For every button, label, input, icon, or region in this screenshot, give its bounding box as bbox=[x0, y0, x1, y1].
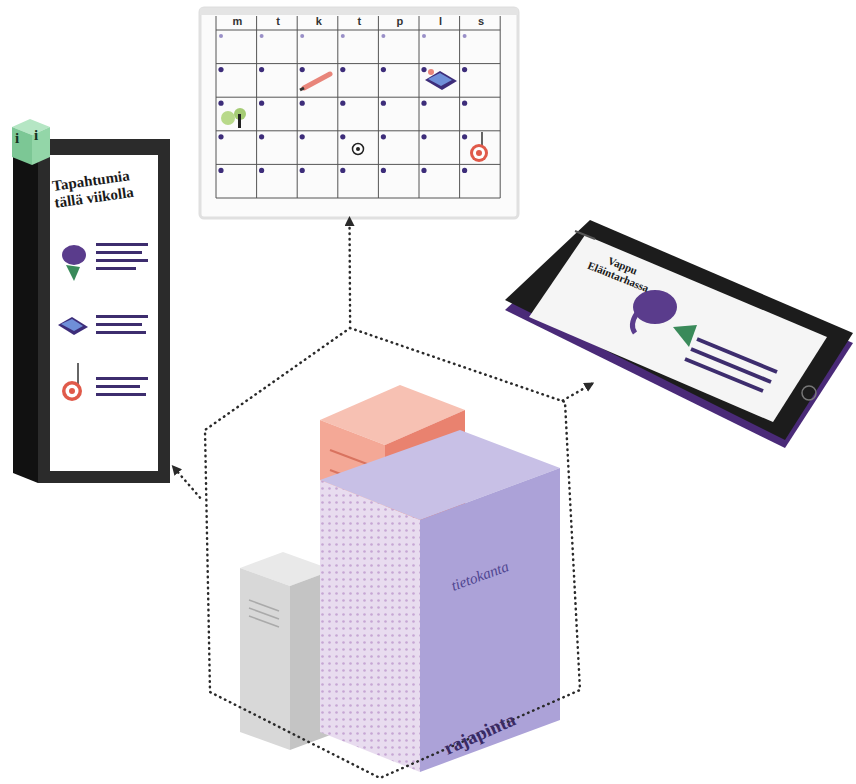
node-text: k bbox=[297, 15, 340, 27]
node-text: m bbox=[216, 15, 259, 27]
calendar-screen: mtktpls bbox=[200, 8, 518, 218]
node-text: t bbox=[338, 15, 381, 27]
node-text: rajapinta bbox=[421, 700, 539, 768]
hexagon-outline bbox=[200, 322, 590, 784]
node-text: p bbox=[378, 15, 421, 27]
info-kiosk: Tapahtumia tällä viikolla bbox=[8, 115, 173, 485]
api-hexagon: rajapinta tietokanta bbox=[200, 322, 590, 784]
phone-illustration bbox=[505, 220, 853, 448]
node-text: s bbox=[460, 15, 503, 27]
dotted-arrow bbox=[563, 384, 593, 401]
calendar-illustration bbox=[200, 8, 518, 218]
node-text: Vappu Eläintarhassa bbox=[581, 246, 660, 297]
dotted-arrow bbox=[348, 218, 351, 322]
node-text: Tapahtumia tällä viikolla bbox=[51, 164, 155, 211]
node-text: tietokanta bbox=[430, 551, 530, 601]
phone-screen: Vappu Eläintarhassa bbox=[505, 215, 855, 449]
database-buildings bbox=[240, 385, 560, 772]
icon-letter: i bbox=[29, 127, 43, 144]
node-text: t bbox=[257, 15, 300, 27]
database-building: tietokanta bbox=[235, 380, 565, 775]
kiosk-illustration bbox=[12, 119, 170, 483]
node-text: l bbox=[419, 15, 462, 27]
icon-letter: i bbox=[10, 130, 24, 147]
dotted-arrow bbox=[173, 467, 200, 498]
